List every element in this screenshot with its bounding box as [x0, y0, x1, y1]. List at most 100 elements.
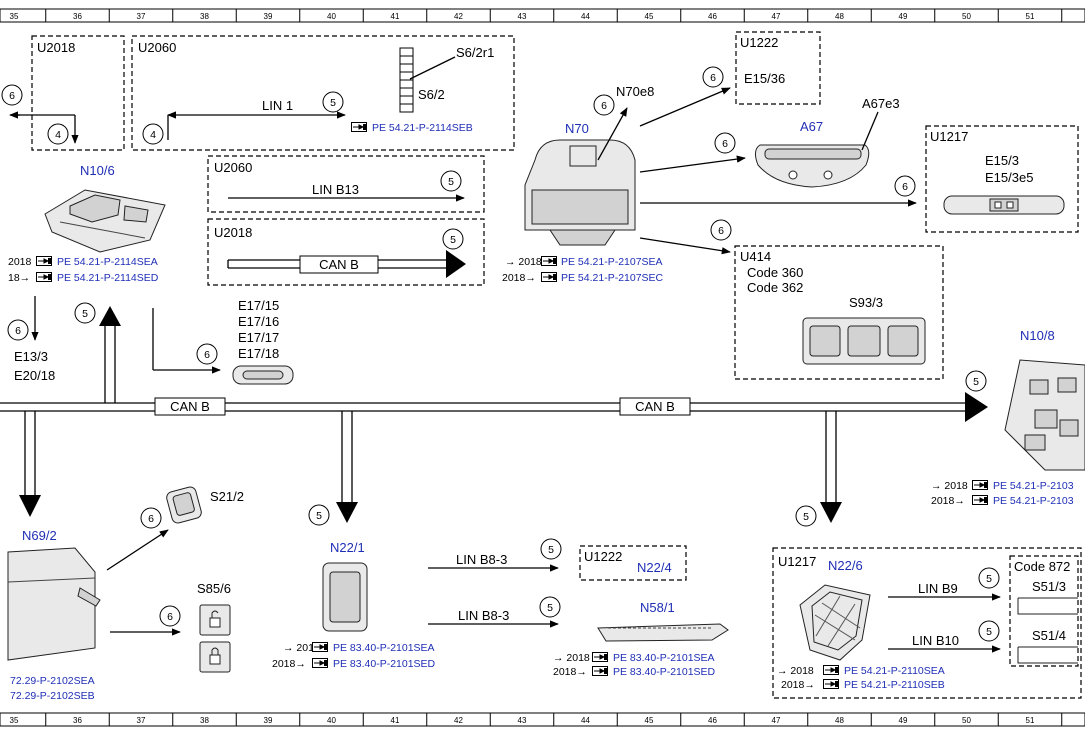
circle-marker-number: 5: [986, 573, 992, 585]
svg-text:LIN B8-3: LIN B8-3: [456, 552, 507, 567]
circle-marker-number: 5: [316, 510, 322, 522]
svg-text:A67: A67: [800, 119, 823, 134]
ruler-number: 39: [264, 716, 273, 725]
ruler-number: 35: [10, 716, 19, 725]
circle-marker: [539, 596, 561, 618]
circle-marker-number: 5: [330, 97, 336, 109]
ruler-number: 38: [200, 716, 209, 725]
circle-marker: [978, 620, 1000, 642]
circle-marker: [142, 123, 164, 145]
circle-marker: [1, 84, 23, 106]
svg-text:U1222: U1222: [584, 549, 622, 564]
e17-lamp: E17/15 E17/16 E17/17 E17/18: [152, 298, 294, 385]
svg-text:PE 54.21-P-2114SEA: PE 54.21-P-2114SEA: [57, 256, 158, 268]
svg-text:PE 83.40-P-2101SED: PE 83.40-P-2101SED: [613, 666, 716, 678]
circle-marker-number: 5: [547, 602, 553, 614]
svg-text:S93/3: S93/3: [849, 295, 883, 310]
ruler-number: 49: [899, 12, 908, 21]
can-b-bus: CAN B CAN B: [0, 306, 988, 523]
svg-text:E15/3e5: E15/3e5: [985, 170, 1033, 185]
circle-marker: [308, 504, 330, 526]
svg-text:E17/18: E17/18: [238, 346, 279, 361]
svg-text:→ 2018: → 2018: [283, 642, 320, 654]
svg-text:Code 362: Code 362: [747, 280, 803, 295]
circle-marker: [894, 175, 916, 197]
ruler-number: 36: [73, 716, 82, 725]
svg-text:N10/8: N10/8: [1020, 328, 1055, 343]
ruler-number: 37: [137, 716, 146, 725]
circle-marker-number: 5: [803, 511, 809, 523]
circle-marker: [440, 170, 462, 192]
svg-text:→ 2018: → 2018: [777, 665, 814, 677]
ruler-number: 48: [835, 12, 844, 21]
svg-text:U2060: U2060: [138, 40, 176, 55]
circle-marker: [442, 228, 464, 250]
circle-marker-number: 6: [601, 100, 607, 112]
svg-text:LIN B8-3: LIN B8-3: [458, 608, 509, 623]
circle-marker: [593, 94, 615, 116]
circle-marker-number: 6: [9, 90, 15, 102]
svg-text:PE 54.21-P-2107SEA: PE 54.21-P-2107SEA: [561, 256, 663, 268]
svg-text:LIN B9: LIN B9: [918, 581, 958, 596]
circle-marker-number: 5: [448, 176, 454, 188]
ruler-number: 42: [454, 12, 463, 21]
svg-text:2018→: 2018→: [781, 679, 815, 691]
svg-text:PE 54.21-P-2114SED: PE 54.21-P-2114SED: [57, 272, 159, 284]
svg-text:E20/18: E20/18: [14, 368, 55, 383]
circle-marker-number: 4: [150, 129, 156, 141]
svg-text:PE 83.40-P-2101SEA: PE 83.40-P-2101SEA: [613, 652, 715, 664]
box-u1217-top: U1217 E15/3 E15/3e5: [925, 125, 1079, 233]
ruler-number: 47: [772, 716, 781, 725]
s6-2-switch: S6/2r1 S6/2: [399, 45, 494, 113]
svg-text:E13/3: E13/3: [14, 349, 48, 364]
ruler-number: 43: [518, 12, 527, 21]
linb13-label: LIN B13: [312, 182, 359, 197]
svg-text:N22/1: N22/1: [330, 540, 365, 555]
circle-marker: [322, 91, 344, 113]
svg-text:S51/4: S51/4: [1032, 628, 1066, 643]
ruler-number: 37: [137, 12, 146, 21]
n10-8-module: N10/8 → 2018 PE 54.21-P-2103 2018→ PE 54…: [931, 328, 1085, 507]
svg-text:2018→: 2018→: [272, 658, 306, 670]
box-u2060-top: U2060: [131, 35, 515, 151]
svg-text:N58/1: N58/1: [640, 600, 675, 615]
circle-marker: [159, 605, 181, 627]
lin1-label: LIN 1: [262, 98, 293, 113]
svg-text:S85/6: S85/6: [197, 581, 231, 596]
svg-text:2018→: 2018→: [931, 495, 965, 507]
ruler-number: 36: [73, 12, 82, 21]
svg-text:E15/36: E15/36: [744, 71, 785, 86]
circle-marker: [795, 505, 817, 527]
ruler-number: 50: [962, 12, 971, 21]
svg-text:72.29-P-2102SEB: 72.29-P-2102SEB: [10, 690, 95, 702]
circle-marker-number: 6: [167, 611, 173, 623]
svg-text:PE 83.40-P-2101SED: PE 83.40-P-2101SED: [333, 658, 436, 670]
circle-marker-number: 5: [548, 544, 554, 556]
circle-marker-number: 6: [902, 181, 908, 193]
ruler-number: 40: [327, 716, 336, 725]
ruler-number: 35: [10, 12, 19, 21]
svg-text:N70: N70: [565, 121, 589, 136]
ruler-number: 38: [200, 12, 209, 21]
ruler-number: 46: [708, 716, 717, 725]
n69-2-module: N69/2 72.29-P-2102SEA 72.29-P-2102SEB: [7, 528, 101, 702]
ruler-number: 46: [708, 12, 717, 21]
circle-marker: [140, 507, 162, 529]
box-u2018-mid: U2018 CAN B: [207, 218, 485, 286]
svg-text:E17/16: E17/16: [238, 314, 279, 329]
svg-text:N69/2: N69/2: [22, 528, 57, 543]
circle-marker: [540, 538, 562, 560]
circle-marker: [710, 219, 732, 241]
circle-marker: [965, 370, 987, 392]
svg-text:PE 54.21-P-2110SEA: PE 54.21-P-2110SEA: [844, 665, 945, 677]
box-u2018-top: U2018: [31, 35, 125, 151]
svg-text:U414: U414: [740, 249, 771, 264]
ruler-number: 44: [581, 12, 590, 21]
svg-text:E15/3: E15/3: [985, 153, 1019, 168]
ruler-number: 42: [454, 716, 463, 725]
svg-text:→ 2018: → 2018: [505, 256, 542, 268]
svg-text:Code 872: Code 872: [1014, 559, 1070, 574]
circle-marker: [7, 319, 29, 341]
ruler-number: 41: [391, 716, 400, 725]
